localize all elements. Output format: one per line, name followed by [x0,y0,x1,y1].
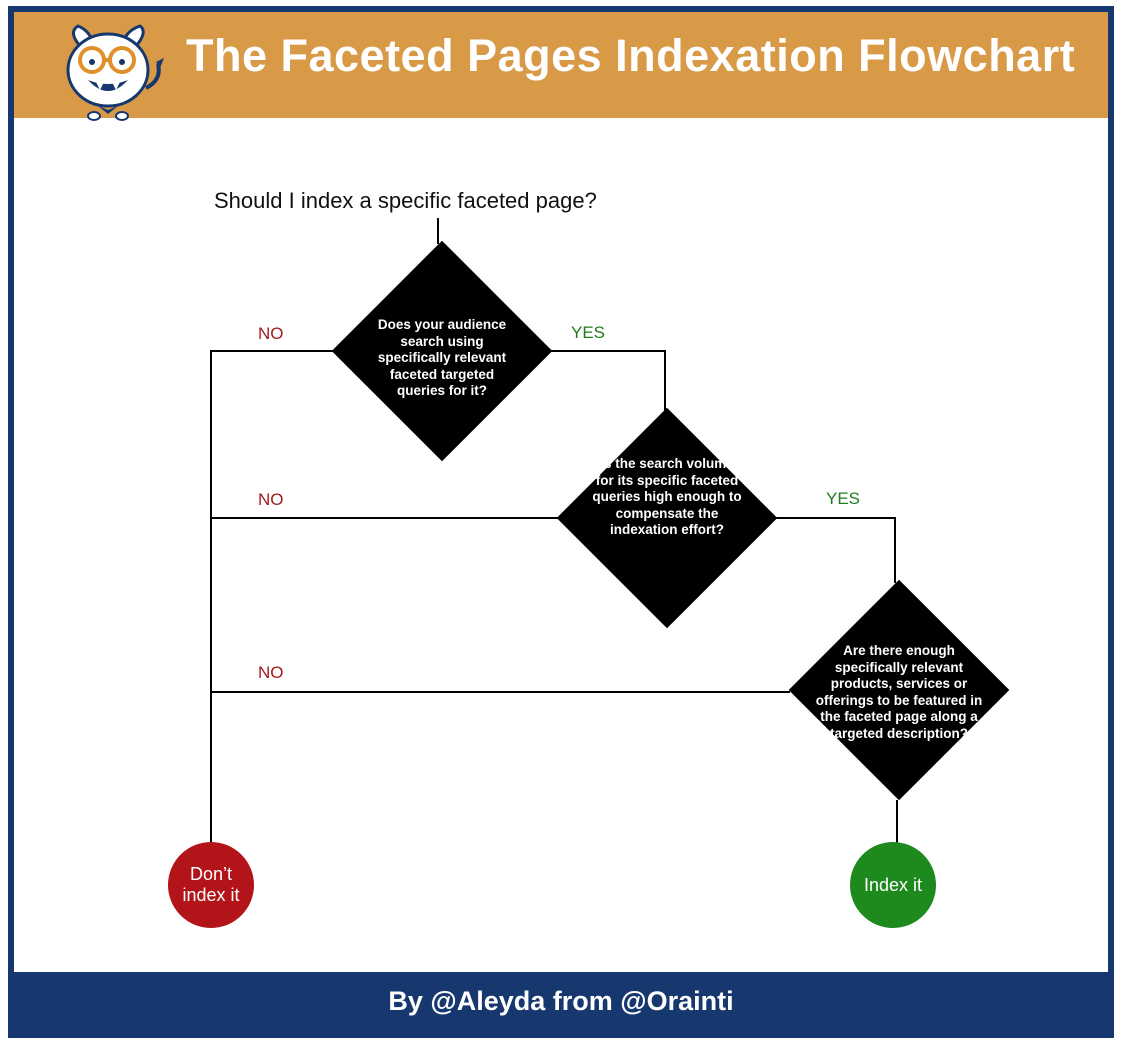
header-banner: The Faceted Pages Indexation Flowchart [14,12,1108,121]
connector-d2-yes-down [894,517,896,583]
bulldog-mascot-icon [66,24,164,121]
connector-d1-no [210,350,334,352]
outcome-dont-index-label: Don’t index it [182,864,240,905]
flowchart-question: Should I index a specific faceted page? [214,188,597,213]
decision-text-1: Does your audience search using specific… [377,317,507,398]
infographic-frame: The Faceted Pages Indexation Flowchart S… [8,6,1114,1038]
connector-no-trunk [210,350,212,844]
decision-2-no-label: NO [258,490,284,509]
connector-d2-yes [776,517,896,519]
outcome-dont-index: Don’t index it [168,842,254,928]
decision-3-no-label: NO [258,663,284,682]
connector-d3-no [210,691,790,693]
connector-d1-yes [550,350,666,352]
connector-d1-yes-down [664,350,666,412]
decision-text-3: Are there enough specifically relevant p… [815,643,983,741]
decision-1-yes-label: YES [571,323,606,342]
outcome-index-label: Index it [863,874,923,895]
connector-d3-yes-down [896,800,898,846]
decision-2-yes-label: YES [826,489,861,508]
page-title: The Faceted Pages Indexation Flowchart [186,30,1076,81]
decision-1-no-label: NO [258,324,284,343]
connector-start [437,218,439,244]
author-byline: By @Aleyda from @Orainti [388,986,734,1016]
decision-text-2: Is the search volume for its specific fa… [592,456,742,537]
outcome-index: Index it [850,842,936,928]
footer-banner: By @Aleyda from @Orainti [14,972,1108,1032]
connector-d2-no [210,517,560,519]
